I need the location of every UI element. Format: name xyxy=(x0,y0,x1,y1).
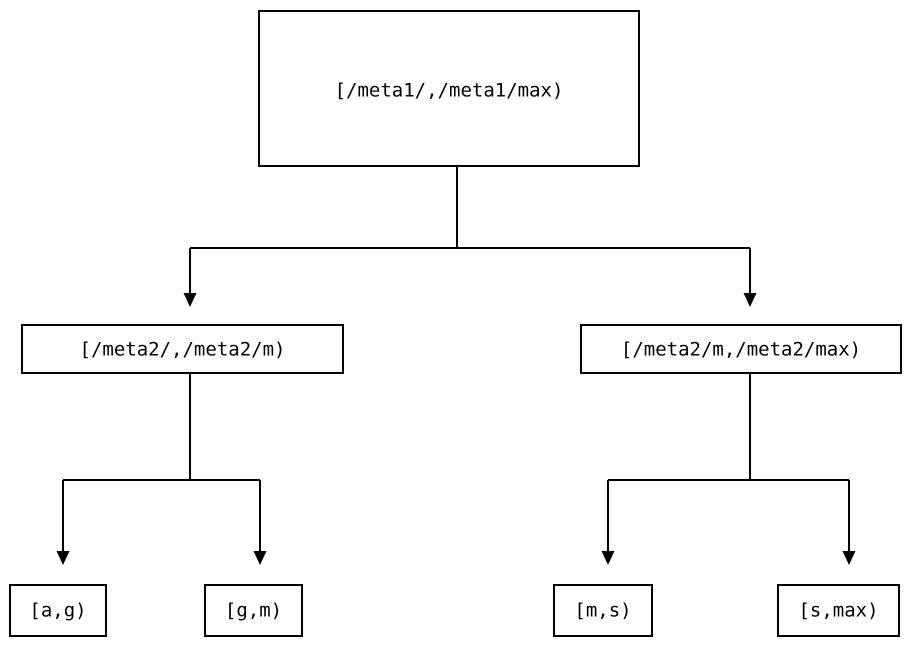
node-leaf-g-m-box[interactable] xyxy=(204,584,303,637)
node-right-branch-box[interactable] xyxy=(580,324,902,374)
node-leaf-g-m-label: [g,m) xyxy=(225,600,282,622)
node-leaf-s-max-label: [s,max) xyxy=(798,600,878,622)
arrowhead-root-to-left-branch xyxy=(183,293,197,307)
node-left-branch-label: [/meta2/,/meta2/m) xyxy=(80,339,286,361)
node-leaf-m-s[interactable]: [m,s) xyxy=(553,584,653,637)
edge-group-left-branch-to-leaves xyxy=(56,374,267,565)
node-left-branch[interactable]: [/meta2/,/meta2/m) xyxy=(21,324,344,374)
node-leaf-a-g-box[interactable] xyxy=(9,584,107,637)
node-leaf-a-g[interactable]: [a,g) xyxy=(9,584,107,637)
node-leaf-a-g-label: [a,g) xyxy=(29,600,86,622)
node-right-branch-label: [/meta2/m,/meta2/max) xyxy=(621,339,861,361)
edge-group-root-to-level1 xyxy=(183,167,757,307)
node-leaf-s-max-box[interactable] xyxy=(777,584,900,637)
node-right-branch[interactable]: [/meta2/m,/meta2/max) xyxy=(580,324,902,374)
node-left-branch-box[interactable] xyxy=(21,324,344,374)
node-root-label: [/meta1/,/meta1/max) xyxy=(335,80,564,102)
arrowhead-root-to-right-branch xyxy=(743,293,757,307)
arrowhead-left-branch-to-leaf-a-g xyxy=(56,551,70,565)
node-leaf-m-s-label: [m,s) xyxy=(574,600,631,622)
node-leaf-s-max[interactable]: [s,max) xyxy=(777,584,900,637)
node-leaf-g-m[interactable]: [g,m) xyxy=(204,584,303,637)
node-root-box[interactable] xyxy=(258,10,640,167)
arrowhead-left-branch-to-leaf-g-m xyxy=(253,551,267,565)
node-root[interactable]: [/meta1/,/meta1/max) xyxy=(258,10,640,167)
edge-group-right-branch-to-leaves xyxy=(601,374,856,565)
node-leaf-m-s-box[interactable] xyxy=(553,584,653,637)
arrowhead-right-branch-to-leaf-s-max xyxy=(842,551,856,565)
arrowhead-right-branch-to-leaf-m-s xyxy=(601,551,615,565)
